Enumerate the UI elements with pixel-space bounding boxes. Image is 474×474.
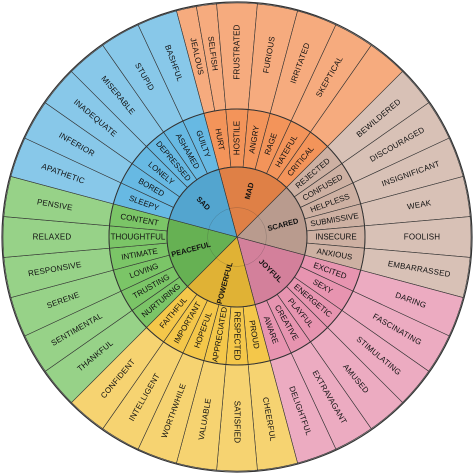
core-label-mad: MAD (243, 181, 256, 200)
core-ring-outline (166, 166, 308, 308)
tertiary-label: WEAK (406, 198, 432, 211)
secondary-label: RESPECTED (233, 312, 242, 361)
secondary-label: HOSTILE (233, 121, 242, 155)
tertiary-label: FOOLISH (404, 233, 441, 242)
hub-outline (207, 207, 267, 267)
tertiary-label: SATISFIED (233, 401, 242, 444)
secondary-label: INSECURE (315, 233, 356, 242)
tertiary-label: FRUSTRATED (233, 24, 242, 79)
tertiary-label: RELAXED (33, 233, 72, 242)
tertiary-label: SELFISH (206, 36, 219, 72)
secondary-label: THOUGHTFUL (111, 233, 166, 242)
middle-ring-outline (108, 108, 366, 366)
secondary-label: HURT (213, 128, 226, 151)
